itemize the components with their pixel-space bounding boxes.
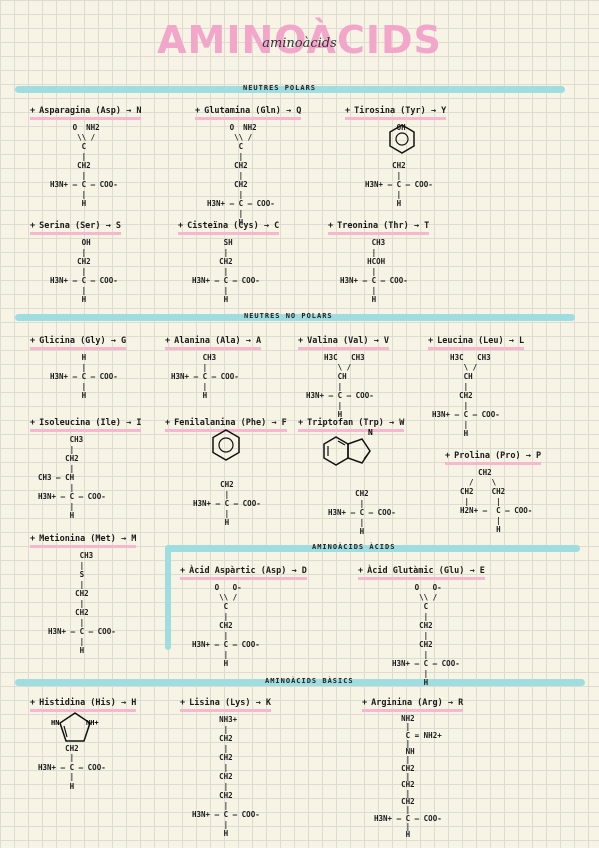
amino-acid-name: Lisina (Lys) → K	[189, 698, 272, 708]
benzene-ring-icon	[389, 124, 415, 154]
page-subtitle-script: aminoàcids	[262, 36, 337, 51]
amino-acid-alanine: +Alanina (Ala) → A CH3 | H3N+ — C — COO-…	[165, 336, 262, 400]
ring-label: NH+	[86, 719, 99, 727]
structure-formula: O O- \\ / C | CH2 | CH2 | H3N+ — C — COO…	[392, 583, 460, 687]
amino-acid-name: Serina (Ser) → S	[39, 221, 122, 231]
benzene-ring-icon	[212, 429, 240, 461]
amino-acid-methionine: +Metionina (Met) → M CH3 | S | CH2 | CH2…	[30, 534, 137, 655]
amino-acid-name: Cisteïna (Cys) → C	[187, 221, 280, 231]
structure-formula: O NH2 \\ / C | CH2 | H3N+ — C — COO- | H	[50, 123, 118, 208]
amino-acid-arginine: +Arginina (Arg) → R NH2 | C = NH2+ | NH …	[362, 698, 464, 840]
amino-acid-asparagine: +Asparagina (Asp) → N O NH2 \\ / C | CH2…	[30, 106, 142, 208]
amino-acid-lysine: +Lisina (Lys) → K NH3+ | CH2 | CH2 | CH2…	[180, 698, 272, 838]
structure-formula: OH CH2 | H3N+ — C — COO- | H	[365, 123, 433, 208]
amino-acid-leucine: +Leucina (Leu) → L H3C CH3 \ / CH | CH2 …	[428, 336, 525, 438]
amino-acid-name: Fenilalanina (Phe) → F	[174, 418, 287, 428]
amino-acid-tyrosine: +Tirosina (Tyr) → Y OH CH2 | H3N+ — C — …	[345, 106, 447, 208]
structure-formula: NH2 | C = NH2+ | NH | CH2 | CH2 | CH2 | …	[374, 714, 442, 840]
structure-formula: SH | CH2 | H3N+ — C — COO- | H	[192, 238, 260, 304]
structure-formula: H3C CH3 \ / CH | H3N+ — C — COO- | H	[306, 353, 374, 419]
amino-acid-name: Leucina (Leu) → L	[437, 336, 525, 346]
amino-acid-name: Valina (Val) → V	[307, 336, 390, 346]
amino-acid-glutamic-acid: +Àcid Glutàmic (Glu) → E O O- \\ / C | C…	[358, 566, 485, 687]
section-label-polar: NEUTRES POLARS	[243, 84, 317, 92]
amino-acid-glycine: +Glicina (Gly) → G H | H3N+ — C — COO- |…	[30, 336, 127, 400]
amino-acid-name: Metionina (Met) → M	[39, 534, 137, 544]
amino-acid-name: Treonina (Thr) → T	[337, 221, 430, 231]
structure-formula: CH3 | S | CH2 | CH2 | H3N+ — C — COO- | …	[48, 551, 116, 655]
amino-acid-name: Glicina (Gly) → G	[39, 336, 127, 346]
section-label-basic: AMINOÀCIDS BÀSICS	[265, 677, 354, 685]
amino-acid-name: Alanina (Ala) → A	[174, 336, 262, 346]
structure-formula: CH3 | HCOH | H3N+ — C — COO- | H	[340, 238, 408, 304]
amino-acid-name: Histidina (His) → H	[39, 698, 137, 708]
amino-acid-aspartic-acid: +Àcid Aspàrtic (Asp) → D O O- \\ / C | C…	[180, 566, 307, 668]
amino-acid-histidine: +Histidina (His) → H CH2 | H3N+ — C — CO…	[30, 698, 137, 791]
section-band-acidic-vertical	[165, 545, 171, 650]
page-title: AMINOÀCIDS	[157, 18, 442, 62]
section-label-acidic: AMINOÀCIDS ÀCIDS	[312, 543, 396, 551]
structure-formula: O O- \\ / C | CH2 | H3N+ — C — COO- | H	[192, 583, 260, 668]
structure-formula: OH | CH2 | H3N+ — C — COO- | H	[50, 238, 118, 304]
ring-label: HN	[51, 719, 59, 727]
structure-formula: NH3+ | CH2 | CH2 | CH2 | CH2 | H3N+ — C …	[192, 715, 260, 838]
section-band-polar	[15, 86, 565, 93]
amino-acid-name: Àcid Glutàmic (Glu) → E	[367, 566, 485, 576]
structure-formula: CH2 | H3N+ — C — COO- | H	[193, 480, 261, 527]
section-band-nonpolar	[15, 314, 575, 321]
structure-formula: CH3 | CH2 | CH3 — CH | H3N+ — C — COO- |…	[38, 435, 106, 520]
amino-acid-name: Tirosina (Tyr) → Y	[354, 106, 447, 116]
amino-acid-proline: +Prolina (Pro) → P CH2 / \ CH2 CH2 | | H…	[445, 451, 542, 534]
ring-label: N	[368, 428, 373, 437]
amino-acid-name: Asparagina (Asp) → N	[39, 106, 142, 116]
imidazole-ring-icon: HN NH+	[51, 712, 99, 742]
amino-acid-glutamine: +Glutamina (Gln) → Q O NH2 \\ / C | CH2 …	[195, 106, 302, 227]
amino-acid-name: Prolina (Pro) → P	[454, 451, 542, 461]
structure-formula: H | H3N+ — C — COO- | H	[50, 353, 118, 400]
structure-formula: CH2 | H3N+ — C — COO- | H	[38, 743, 106, 791]
amino-acid-name: Isoleucina (Ile) → I	[39, 418, 142, 428]
structure-formula: CH2 | H3N+ — C — COO- | H	[328, 489, 396, 536]
amino-acid-name: Triptofan (Trp) → W	[307, 418, 405, 428]
structure-formula: CH2 / \ CH2 CH2 | | H2N+ — C — COO- | H	[460, 468, 533, 534]
section-band-acidic	[165, 545, 580, 552]
amino-acid-cysteine: +Cisteïna (Cys) → C SH | CH2 | H3N+ — C …	[178, 221, 280, 304]
amino-acid-name: Arginina (Arg) → R	[371, 698, 464, 708]
amino-acid-isoleucine: +Isoleucina (Ile) → I CH3 | CH2 | CH3 — …	[30, 418, 142, 520]
amino-acid-name: Àcid Aspàrtic (Asp) → D	[189, 566, 307, 576]
structure-formula: H3C CH3 \ / CH | CH2 | H3N+ — C — COO- |…	[432, 353, 500, 438]
amino-acid-tryptophan: +Triptofan (Trp) → W CH2 | H3N+ — C — CO…	[298, 418, 405, 536]
section-band-basic	[15, 679, 585, 686]
section-label-nonpolar: NEUTRES NO POLARS	[244, 312, 333, 320]
amino-acid-name: Glutamina (Gln) → Q	[204, 106, 302, 116]
amino-acid-threonine: +Treonina (Thr) → T CH3 | HCOH | H3N+ — …	[328, 221, 430, 304]
structure-formula: O NH2 \\ / C | CH2 | CH2 | H3N+ — C — CO…	[207, 123, 275, 227]
amino-acid-serine: +Serina (Ser) → S OH | CH2 | H3N+ — C — …	[30, 221, 122, 304]
indole-ring-icon: N	[323, 428, 373, 466]
amino-acid-valine: +Valina (Val) → V H3C CH3 \ / CH | H3N+ …	[298, 336, 390, 419]
structure-formula: CH3 | H3N+ — C — COO- | H	[171, 353, 239, 400]
